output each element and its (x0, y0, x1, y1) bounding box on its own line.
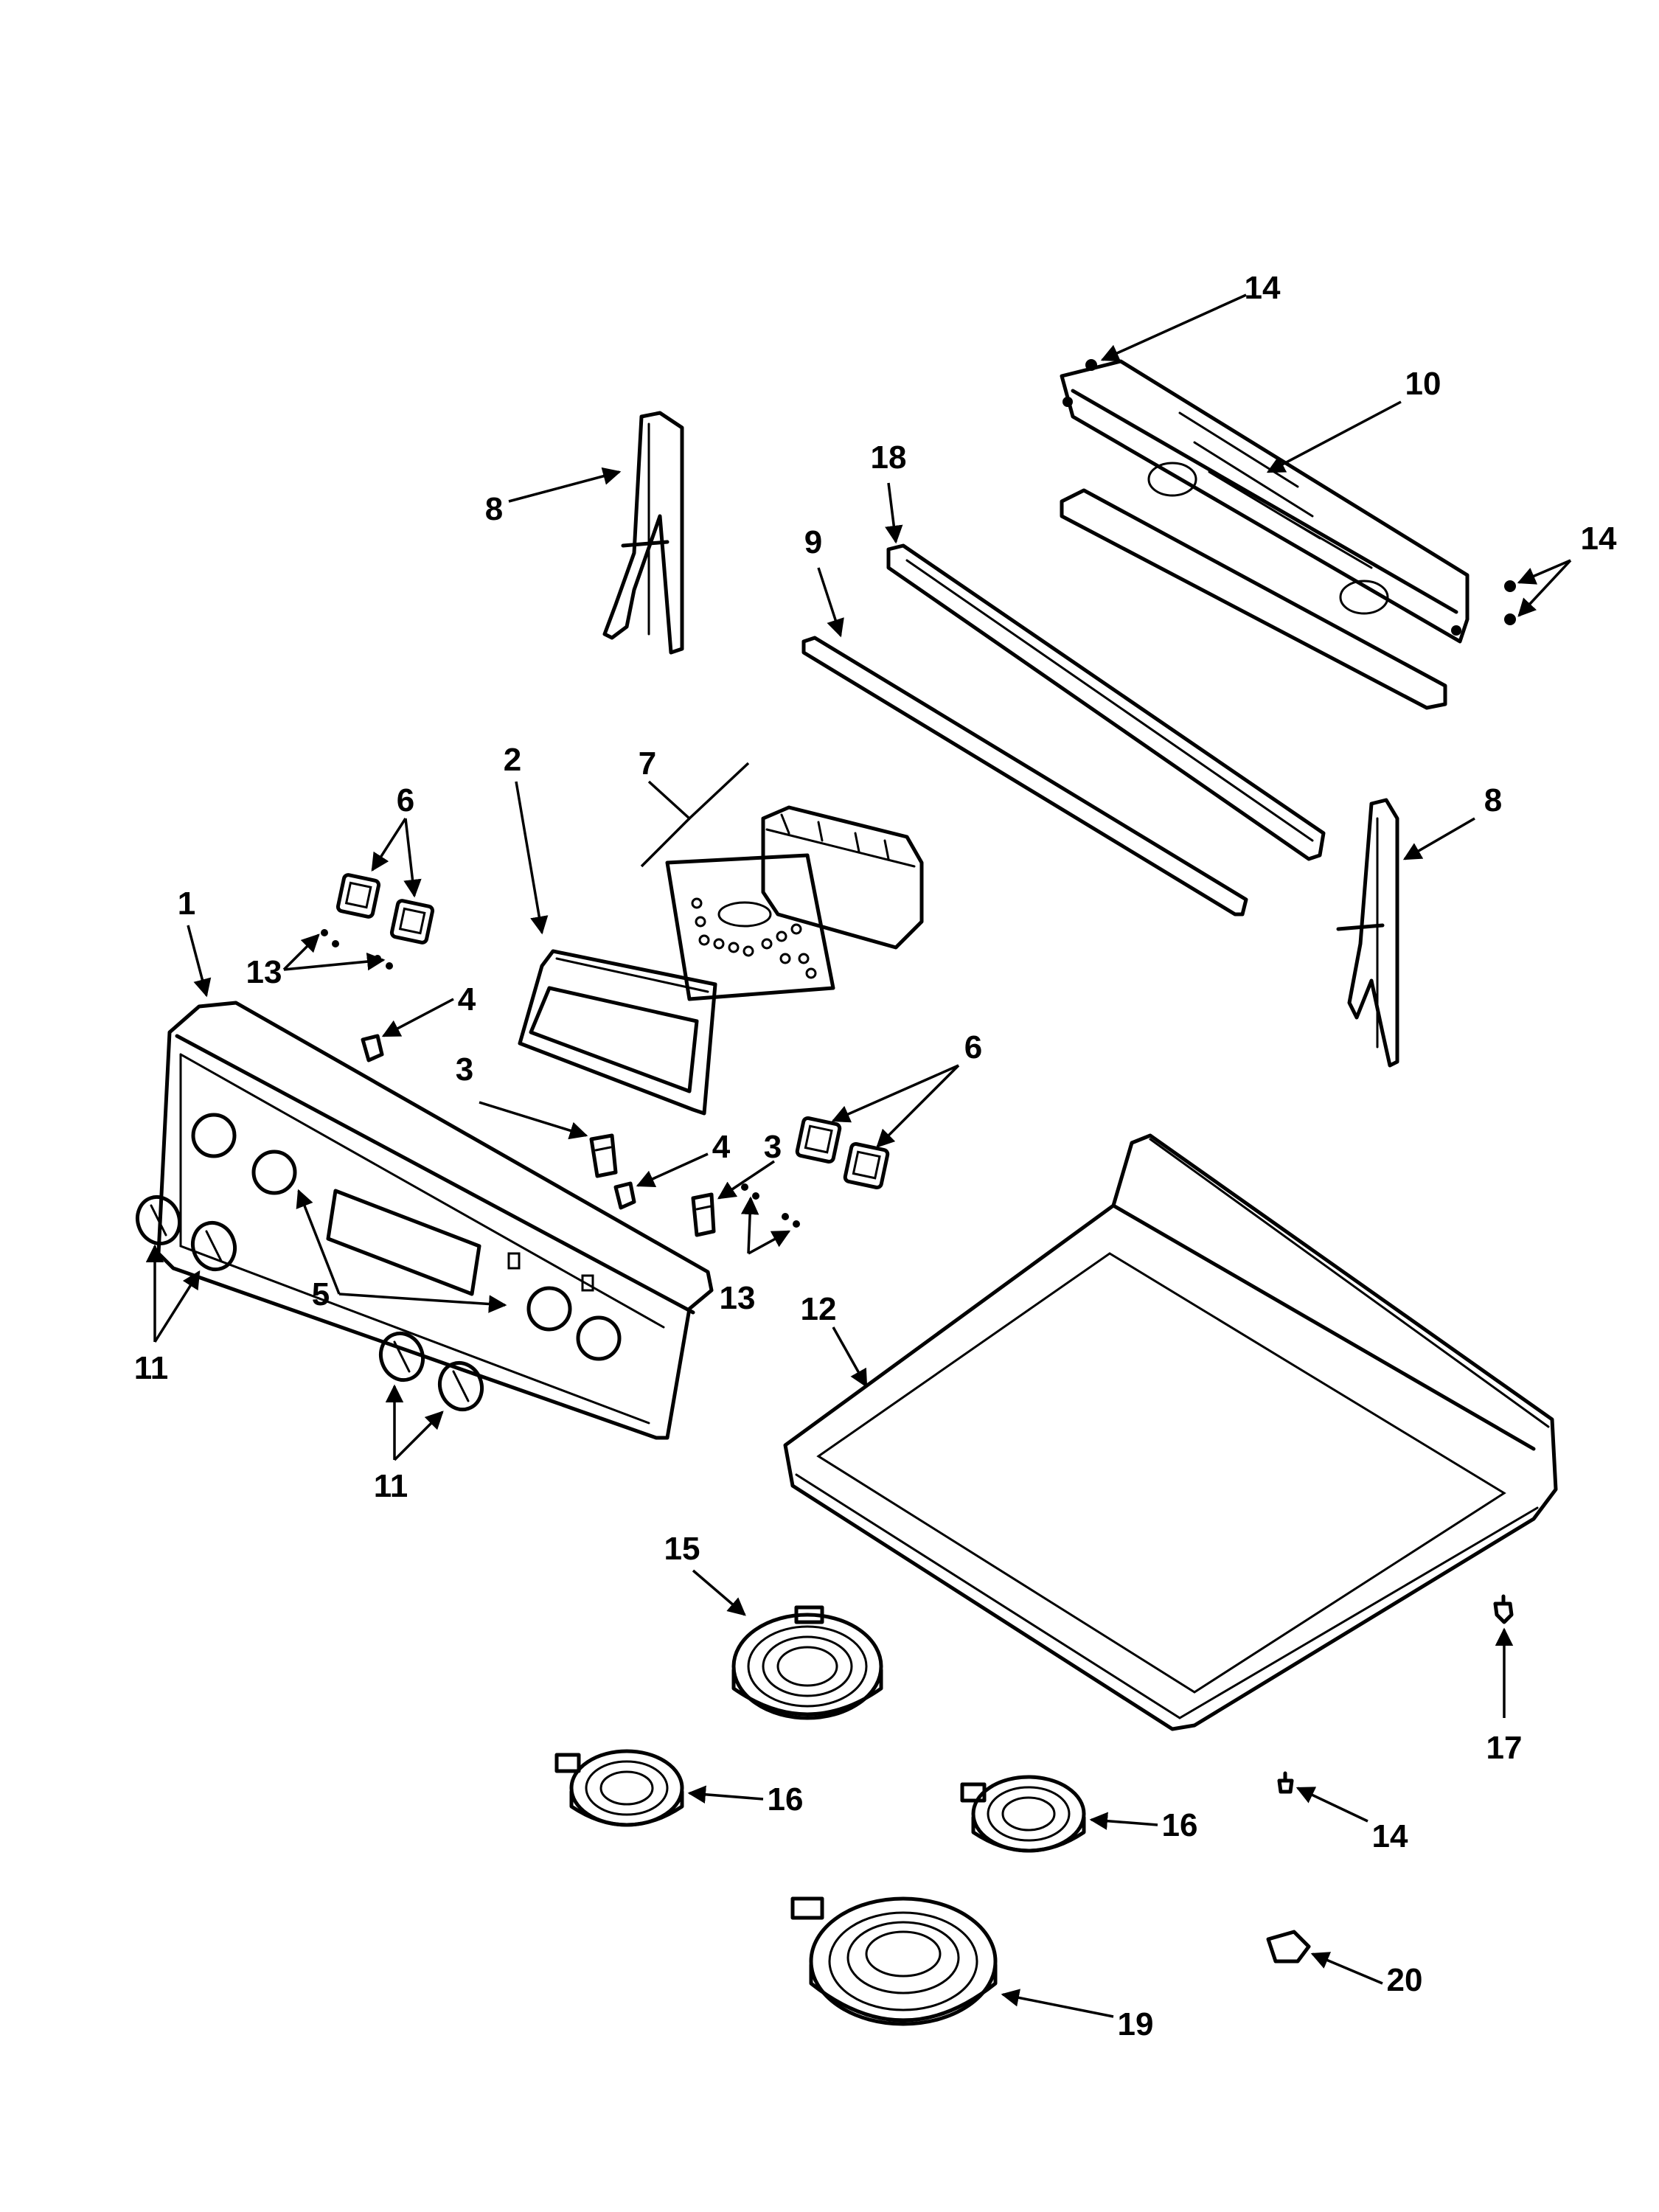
callout-13-lower: 13 (720, 1280, 756, 1316)
callout-7: 7 (639, 745, 656, 782)
callout-9: 9 (804, 524, 822, 560)
callout-18: 18 (871, 439, 907, 476)
callout-1: 1 (178, 886, 195, 922)
callout-19: 19 (1118, 2006, 1154, 2042)
indicator-light-lower (613, 1181, 636, 1210)
callout-11-left: 11 (134, 1350, 169, 1386)
screw-lower-single (1277, 1771, 1294, 1794)
rocker-switch-lower (691, 1192, 716, 1237)
infinite-switches-lower (795, 1116, 890, 1190)
callout-5: 5 (312, 1276, 330, 1312)
coil-element-with-drip-pan (790, 1896, 998, 2026)
screws-right (1504, 580, 1516, 625)
callout-6-upper: 6 (397, 782, 414, 818)
callout-16-right: 16 (1162, 1807, 1198, 1843)
callout-3-upper: 3 (456, 1051, 473, 1088)
callout-8-left: 8 (485, 491, 503, 527)
display-window (518, 949, 717, 1116)
callout-3-lower: 3 (764, 1129, 782, 1165)
control-panel (156, 1001, 714, 1440)
callout-2: 2 (504, 742, 521, 778)
rear-trim-strip (886, 543, 1326, 861)
rear-trim-rod (801, 636, 1248, 917)
radiant-element-small-right (960, 1775, 1086, 1853)
radiant-element-small-left (554, 1749, 684, 1827)
callout-13-upper: 13 (246, 954, 282, 990)
screw-top (1085, 359, 1097, 371)
retaining-clip (1266, 1930, 1311, 1964)
callout-20: 20 (1387, 1962, 1423, 1998)
callout-14-top: 14 (1245, 270, 1281, 306)
callout-16-left: 16 (768, 1781, 804, 1818)
callout-6-lower: 6 (964, 1029, 982, 1065)
electronic-control-assembly (665, 805, 924, 1001)
callout-14-right: 14 (1581, 521, 1617, 557)
callout-4-upper: 4 (458, 981, 476, 1018)
radiant-element-large (731, 1605, 883, 1720)
cooktop-glass (783, 1133, 1558, 1731)
infinite-switches-upper (335, 873, 435, 945)
side-bracket-left (602, 411, 684, 655)
control-knobs-left (136, 1194, 237, 1272)
leader-lines (145, 293, 1572, 2018)
callout-8-right: 8 (1484, 782, 1502, 818)
rear-panel-bracket (1060, 359, 1470, 710)
callout-11-right: 11 (374, 1468, 408, 1504)
side-bracket-right (1336, 798, 1399, 1068)
callout-4-lower: 4 (712, 1129, 731, 1165)
callout-12: 12 (801, 1291, 837, 1327)
cooktop-bumper (1493, 1594, 1514, 1624)
callout-labels: 14 10 18 9 14 8 8 2 7 6 1 13 4 3 6 4 3 1… (134, 270, 1617, 2042)
indicator-light-upper (361, 1034, 384, 1062)
callout-14-lower: 14 (1372, 1818, 1408, 1854)
callout-15: 15 (664, 1531, 700, 1567)
callout-10: 10 (1405, 366, 1441, 402)
control-knobs-right (379, 1331, 484, 1412)
rocker-switch-upper (589, 1133, 618, 1178)
callout-17: 17 (1486, 1730, 1523, 1766)
